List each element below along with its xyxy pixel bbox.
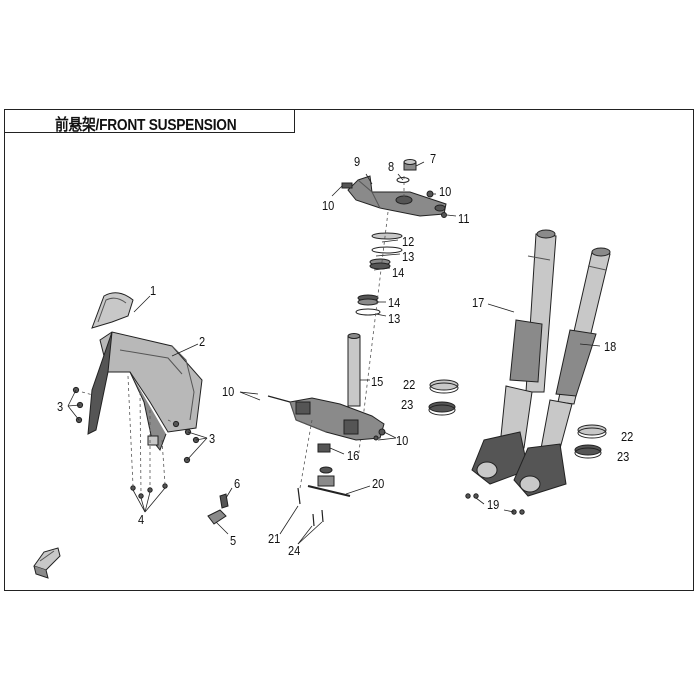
callout-13-lower: 13 [388, 311, 401, 326]
fork-bottom-bolts [465, 493, 525, 515]
callout-11: 11 [458, 211, 470, 226]
callout-2: 2 [199, 334, 206, 349]
diagram-frame [4, 109, 694, 591]
callout-12: 12 [402, 234, 415, 249]
callout-9: 9 [354, 154, 361, 169]
callout-10-upper-left: 10 [322, 198, 335, 213]
callout-6: 6 [234, 476, 241, 491]
callout-13-upper: 13 [402, 249, 415, 264]
callout-4: 4 [138, 512, 145, 527]
fork-seals-left [428, 379, 459, 416]
callout-23-right: 23 [617, 449, 630, 464]
fork-seals-right [574, 424, 607, 459]
callout-10-lower-left: 10 [222, 384, 235, 399]
callout-17: 17 [472, 295, 485, 310]
callout-5: 5 [230, 533, 237, 548]
clamp-nut [426, 190, 447, 218]
callout-14-lower: 14 [388, 295, 401, 310]
callout-3-right: 3 [209, 431, 216, 446]
steering-damper-bushing [317, 443, 345, 455]
fork-leg-left [471, 229, 557, 485]
lower-triple-clamp [267, 395, 386, 441]
callout-22-right: 22 [621, 429, 634, 444]
front-arrow-icon [33, 547, 61, 579]
steering-bearings [355, 232, 403, 316]
callout-21: 21 [268, 531, 281, 546]
callout-24: 24 [288, 543, 301, 558]
callout-22-left: 22 [403, 377, 416, 392]
callout-7: 7 [430, 151, 437, 166]
callout-10-lower-right: 10 [396, 433, 409, 448]
steering-stem [347, 333, 361, 407]
callout-16: 16 [347, 448, 360, 463]
steering-stem-nut [396, 159, 417, 183]
callout-20: 20 [372, 476, 385, 491]
callout-8: 8 [388, 159, 395, 174]
fairing-bolts-right [172, 420, 200, 464]
callout-23-left: 23 [401, 397, 414, 412]
callout-15: 15 [371, 374, 384, 389]
callout-1: 1 [150, 283, 157, 298]
title-box [4, 109, 295, 133]
callout-10-upper-right: 10 [439, 184, 452, 199]
page-title: 前悬架/FRONT SUSPENSION [55, 117, 237, 134]
front-fairing [87, 331, 203, 451]
callout-18: 18 [604, 339, 617, 354]
cable-clamp [207, 487, 233, 535]
callout-3-left: 3 [57, 399, 64, 414]
headlight-visor [91, 292, 134, 329]
pinch-bolts [297, 487, 324, 527]
callout-14-upper: 14 [392, 265, 405, 280]
callout-19: 19 [487, 497, 500, 512]
fork-leg-right [513, 247, 611, 497]
axle [307, 466, 371, 497]
